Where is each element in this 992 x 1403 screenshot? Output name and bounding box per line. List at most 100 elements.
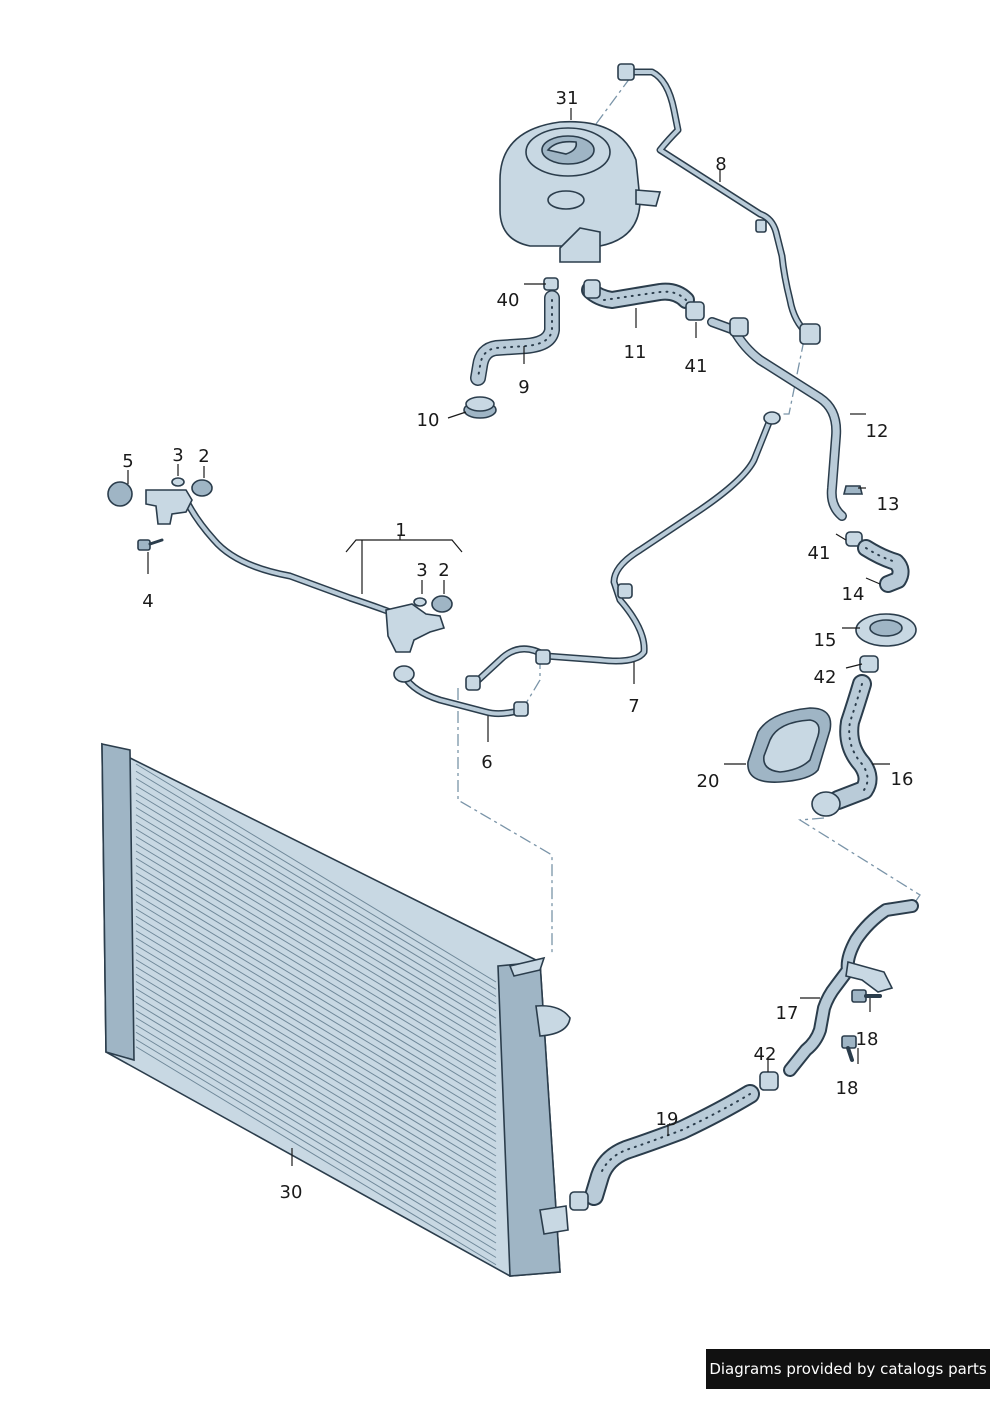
expansion-tank (499, 120, 662, 291)
bolt-18-upper (851, 989, 882, 1003)
radiator-fin (135, 995, 497, 1215)
radiator-fin (135, 821, 497, 1041)
callout-14: 14 (842, 584, 865, 605)
radiator-fin (135, 1039, 497, 1258)
radiator-fin (135, 1002, 497, 1222)
hose-6 (393, 665, 529, 718)
hose-12 (707, 317, 847, 521)
callout-6: 6 (481, 752, 492, 773)
callout-13: 13 (877, 494, 900, 515)
dashed-link-6-7 (521, 662, 541, 711)
radiator-fin (135, 807, 497, 1026)
callout-42-upper: 42 (814, 667, 837, 688)
callout-41-lower: 41 (808, 543, 831, 564)
radiator-fin (135, 959, 497, 1179)
radiator-fin (135, 836, 497, 1055)
radiator-fin (135, 857, 497, 1077)
callout-18-lower: 18 (836, 1078, 859, 1099)
radiator-fin (135, 770, 497, 990)
hose-7 (465, 411, 781, 691)
callout-42-lower: 42 (754, 1044, 777, 1065)
callout-40: 40 (497, 290, 520, 311)
footer-credit: Diagrams provided by catalogs parts (706, 1349, 990, 1389)
hose-9 (470, 290, 560, 386)
dashed-link-6-30 (457, 688, 553, 955)
radiator-fins (135, 763, 497, 1266)
radiator-fin (135, 973, 497, 1193)
t-piece-middle (385, 595, 453, 653)
callout-20: 20 (697, 771, 720, 792)
radiator-fin (135, 930, 497, 1150)
radiator-fin (135, 981, 497, 1200)
callout-3-middle: 3 (416, 560, 427, 581)
radiator-fin (135, 966, 497, 1186)
radiator-fin (135, 763, 497, 983)
radiator-fin (135, 1031, 497, 1251)
callout-17: 17 (776, 1003, 799, 1024)
callout-30: 30 (280, 1182, 303, 1203)
radiator-fin (135, 1010, 497, 1229)
radiator-fin (135, 894, 497, 1113)
radiator-fin (135, 778, 497, 997)
radiator-fin (135, 785, 497, 1005)
radiator-fin (135, 879, 497, 1099)
radiator-fin (135, 988, 497, 1208)
radiator-fin (135, 814, 497, 1034)
radiator-fin (135, 828, 497, 1048)
callout-16: 16 (891, 769, 914, 790)
t-piece-left (107, 477, 213, 551)
callout-labels: 31 8 40 9 10 11 41 12 13 41 14 15 42 16 … (122, 88, 913, 1203)
clamp-42-lower (759, 1071, 779, 1091)
nut-13 (842, 485, 864, 495)
radiator-fin (135, 886, 497, 1106)
dashed-link-16-17 (797, 817, 921, 906)
callout-5: 5 (122, 451, 133, 472)
callout-2-left: 2 (198, 446, 209, 467)
pipe-17 (783, 899, 919, 1077)
radiator-fin (135, 952, 497, 1171)
radiator-fin (135, 915, 497, 1135)
callout-3-left: 3 (172, 445, 183, 466)
hose-assembly-1 (182, 496, 394, 616)
callout-19: 19 (656, 1109, 679, 1130)
callout-1: 1 (395, 520, 406, 541)
hose-14 (857, 539, 910, 593)
radiator-fin (135, 1046, 497, 1266)
radiator-fin (135, 792, 497, 1012)
callout-10: 10 (417, 410, 440, 431)
callout-18-upper: 18 (856, 1029, 879, 1050)
radiator-fin (135, 937, 497, 1157)
radiator-fin (135, 1017, 497, 1237)
clamp-42-upper (859, 655, 879, 673)
cover-20 (747, 707, 832, 783)
radiator-fin (135, 843, 497, 1063)
bolt-18-lower (841, 1035, 857, 1062)
callout-7: 7 (628, 696, 639, 717)
radiator-fin (135, 944, 497, 1164)
radiator-fin (135, 799, 497, 1019)
callout-2-middle: 2 (438, 560, 449, 581)
radiator-fin (135, 908, 497, 1128)
radiator-fin (135, 901, 497, 1121)
callout-4: 4 (142, 591, 153, 612)
radiator-fin (135, 850, 497, 1070)
radiator-fin (135, 1024, 497, 1244)
radiator-fin (135, 923, 497, 1142)
hose-16 (811, 674, 878, 817)
callout-12: 12 (866, 421, 889, 442)
radiator (101, 742, 571, 1277)
hose-19 (569, 1084, 760, 1211)
callout-41-upper: 41 (685, 356, 708, 377)
callout-11: 11 (624, 342, 647, 363)
clamp-41-lower (845, 531, 863, 547)
hose-11 (581, 279, 705, 321)
callout-8: 8 (715, 154, 726, 175)
radiator-fin (135, 865, 497, 1084)
dashed-link-8-12 (777, 339, 805, 415)
callout-9: 9 (518, 377, 529, 398)
dashed-link-31-8 (595, 77, 631, 125)
callout-31: 31 (556, 88, 579, 109)
grommet-10 (463, 396, 497, 419)
hose-8 (617, 63, 821, 345)
